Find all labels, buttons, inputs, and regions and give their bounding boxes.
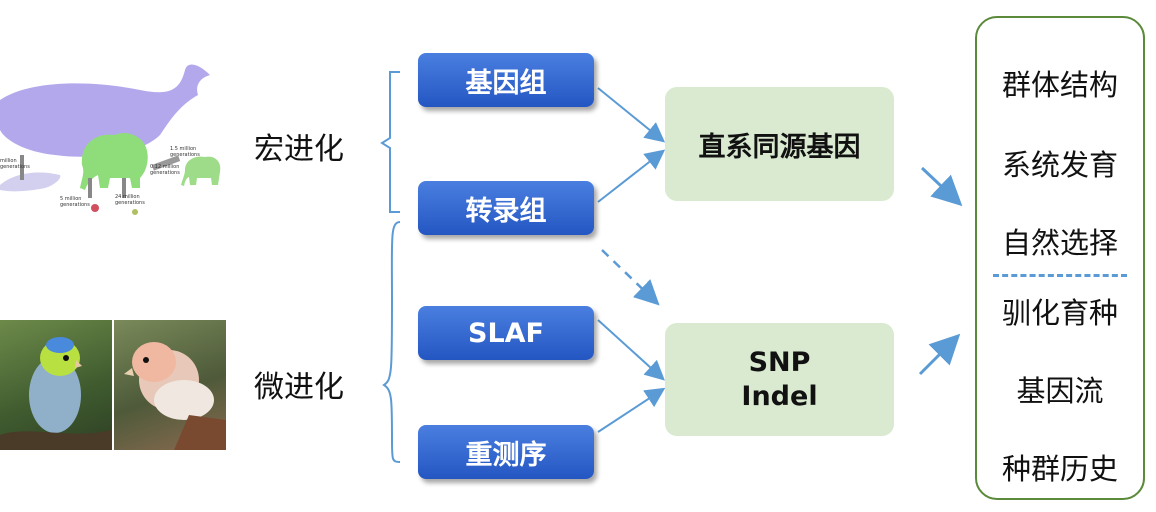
- gray-arrow: [20, 155, 24, 180]
- small-whale-shape: [0, 172, 61, 192]
- figure-text: 1.5 million: [170, 146, 196, 152]
- snp-indel-box: SNP Indel: [665, 323, 894, 436]
- analysis-item-phylogeny: 系统发育: [1001, 148, 1118, 182]
- macro-bracket: [380, 71, 400, 213]
- figure-text: generations: [170, 152, 200, 158]
- arrow-orthologs-to-analyses: [920, 166, 963, 207]
- arrow-transcriptome-to-orthologs: [597, 149, 666, 203]
- figure-text: 5 million: [60, 196, 81, 202]
- genome-button: 基因组: [418, 53, 594, 107]
- micro-evolution-label: 微进化: [254, 370, 344, 405]
- figure-text: generations: [150, 170, 180, 176]
- bird-photo-left: [0, 320, 112, 450]
- slaf-button: SLAF: [418, 306, 594, 360]
- small-elephant-shape: [181, 156, 221, 186]
- analysis-item-gene-flow: 基因流: [1016, 374, 1104, 408]
- parrot-icon: [0, 337, 112, 450]
- figure-text: generations: [0, 164, 30, 170]
- arrow-slaf-to-variants: [597, 319, 665, 381]
- analysis-panel: 群体结构 系统发育 自然选择 驯化育种 基因流 种群历史: [975, 16, 1145, 500]
- gray-arrow: [122, 178, 126, 198]
- small-creature: [132, 209, 138, 215]
- gray-arrow: [88, 178, 92, 198]
- snp-label: SNP: [748, 346, 811, 378]
- evolution-size-illustration: 1.5 million generations 0.12 million gen…: [0, 60, 230, 220]
- whale-shape: [0, 64, 210, 157]
- figure-text: generations: [115, 200, 145, 206]
- orthologous-genes-box: 直系同源基因: [665, 87, 894, 201]
- bird-photo-right: [114, 320, 226, 450]
- resequencing-button: 重测序: [418, 425, 594, 479]
- lovebird-icon: [124, 342, 226, 450]
- small-creature: [91, 204, 99, 212]
- indel-label: Indel: [741, 380, 818, 412]
- analysis-item-domestication-breeding: 驯化育种: [1001, 296, 1118, 330]
- panel-dashed-divider: [993, 274, 1127, 277]
- elephant-shape: [80, 133, 148, 190]
- animals-illustration-svg: 1.5 million generations 0.12 million gen…: [0, 64, 221, 215]
- arrow-transcriptome-to-variants-dashed: [601, 249, 660, 306]
- figure-text: 0.12 million: [150, 164, 179, 170]
- analysis-item-natural-selection: 自然选择: [1001, 226, 1118, 260]
- arrow-reseq-to-variants: [597, 387, 666, 433]
- transcriptome-button: 转录组: [418, 181, 594, 235]
- figure-text: generations: [60, 202, 90, 208]
- micro-bracket: [382, 221, 401, 463]
- analysis-item-population-history: 种群历史: [1001, 452, 1118, 486]
- figure-text: million: [0, 158, 17, 164]
- arrow-genome-to-orthologs: [597, 87, 666, 143]
- gray-arrow: [151, 155, 181, 171]
- macro-evolution-label: 宏进化: [254, 132, 344, 167]
- arrow-variants-to-analyses: [918, 333, 961, 376]
- figure-text: 24 million: [115, 194, 140, 200]
- analysis-item-population-structure: 群体结构: [1001, 68, 1118, 102]
